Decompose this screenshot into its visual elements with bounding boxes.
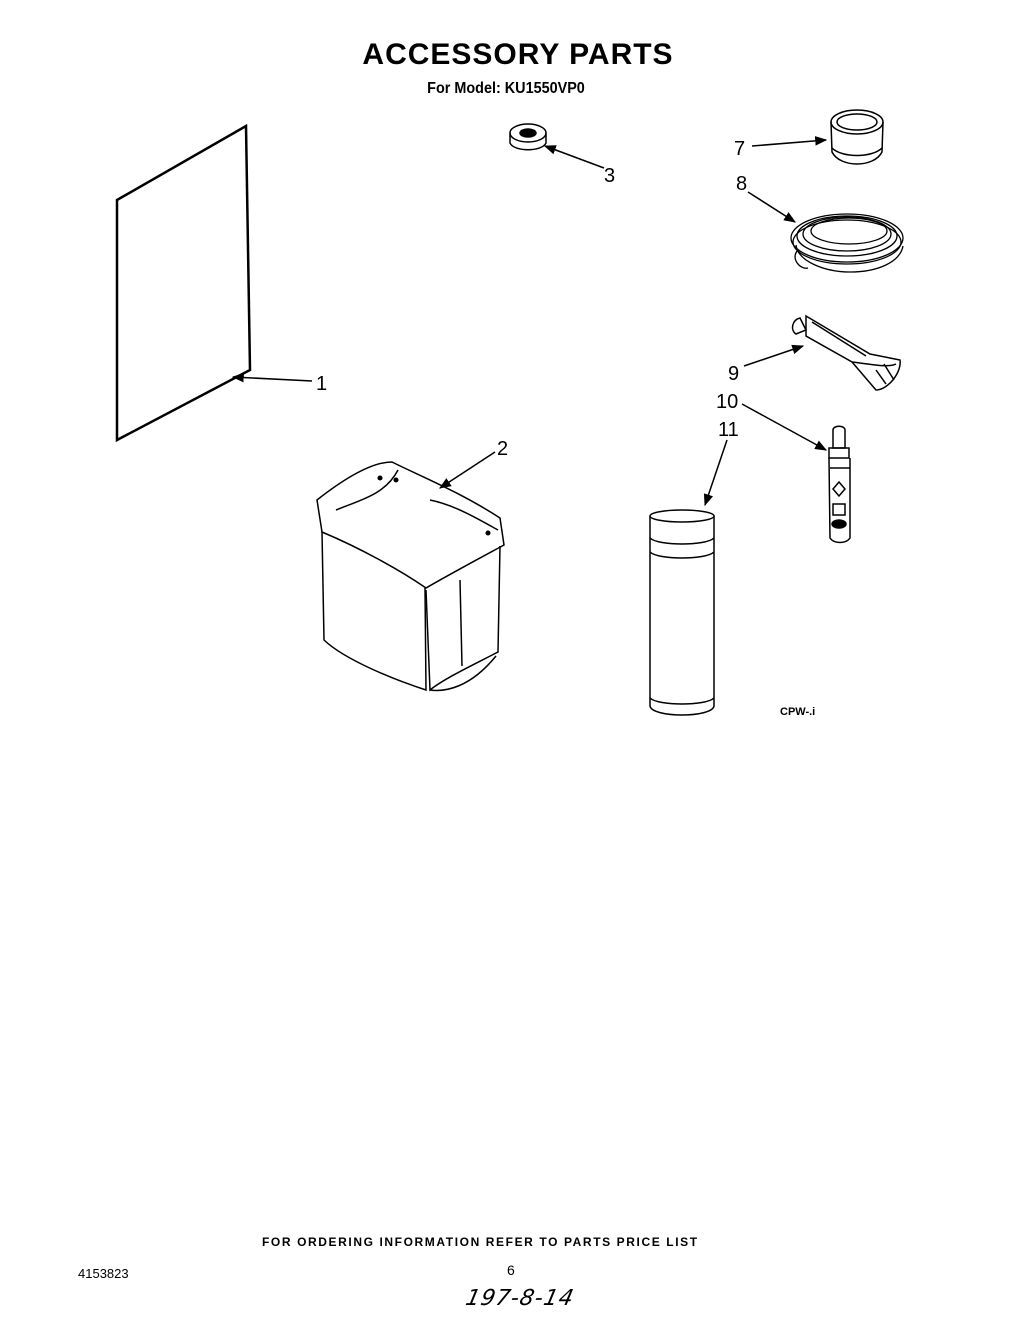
callout-10: 10 xyxy=(716,391,738,413)
handwritten-date: 197-8-14 xyxy=(463,1286,577,1311)
leader-line-3 xyxy=(543,145,605,169)
ordering-note: FOR ORDERING INFORMATION REFER TO PARTS … xyxy=(262,1235,699,1249)
document-number: 4153823 xyxy=(78,1266,129,1281)
page-number: 6 xyxy=(507,1262,515,1278)
leader-line-1 xyxy=(231,372,313,383)
part-9-tube xyxy=(791,314,901,391)
part-11-aerosol-can xyxy=(649,509,715,716)
part-2-bag xyxy=(316,461,505,692)
callout-7: 7 xyxy=(734,138,745,160)
leader-line-2 xyxy=(438,451,496,489)
leader-line-8 xyxy=(747,191,797,223)
part-7-jar xyxy=(830,109,884,165)
callout-8: 8 xyxy=(736,173,747,195)
page-title: ACCESSORY PARTS xyxy=(362,38,674,71)
figure-code: CPW-.i xyxy=(780,706,815,718)
callout-9: 9 xyxy=(728,363,739,385)
callout-11: 11 xyxy=(718,419,739,441)
part-8-coiled-tubing xyxy=(790,213,904,273)
callout-2: 2 xyxy=(497,438,508,460)
part-1-sheet xyxy=(115,123,252,443)
callout-3: 3 xyxy=(604,165,615,187)
part-10-marker xyxy=(828,425,851,544)
leader-line-10 xyxy=(741,403,828,451)
callout-1: 1 xyxy=(316,373,327,395)
leader-line-7 xyxy=(751,136,828,147)
model-subtitle: For Model: KU1550VP0 xyxy=(427,80,585,97)
leader-line-9 xyxy=(743,344,805,367)
leader-line-11 xyxy=(703,439,728,507)
part-3-grommet xyxy=(509,123,547,151)
